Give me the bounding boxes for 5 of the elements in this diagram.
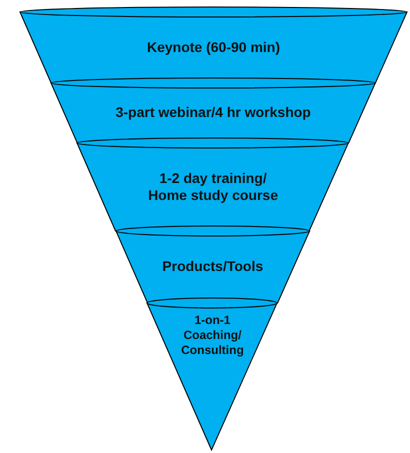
band-label: 1-on-1 Coaching/ Consulting xyxy=(180,313,245,358)
band-label: 1-2 day training/ Home study course xyxy=(147,170,279,204)
band-label: Products/Tools xyxy=(161,258,264,275)
band-label: Keynote (60-90 min) xyxy=(146,38,282,56)
band-label: 3-part webinar/4 hr workshop xyxy=(114,104,312,121)
